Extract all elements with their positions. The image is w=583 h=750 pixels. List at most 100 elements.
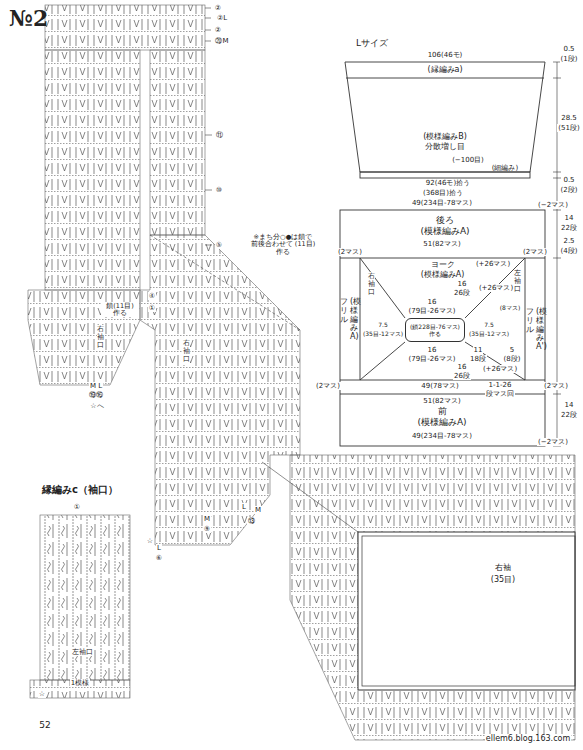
dimension: (35目-12マス)	[468, 331, 510, 338]
stitch-name: (模様編みA')	[536, 308, 544, 352]
chart-stroke	[465, 258, 525, 318]
chart-label: ②	[214, 4, 222, 12]
dimension: (2マス)	[543, 382, 569, 390]
chart-label: ⑥	[155, 554, 163, 562]
sleeve-panel: (模様編みB)分散増し目	[423, 132, 467, 151]
chart-label: 右袖口	[97, 325, 104, 350]
chart-stroke	[553, 258, 561, 259]
chart-label: 右袖口	[183, 339, 190, 364]
part-name: 前	[417, 406, 466, 417]
chart-stroke	[205, 245, 212, 246]
stitch-name: (模様編みA)	[350, 298, 358, 342]
dimension: 22段	[560, 224, 578, 232]
dimension: 28.5	[560, 114, 578, 122]
chart-label: ⑤	[215, 241, 223, 249]
chart-label: ④	[148, 292, 156, 300]
chart-label: M	[203, 515, 211, 523]
chart-label: ⑳M	[214, 37, 229, 45]
stitch-chart	[28, 290, 140, 385]
dimension: (8段)	[503, 355, 522, 363]
part-name: フリル	[526, 308, 534, 334]
dimension: 0.5	[562, 176, 575, 184]
stitch-name: (模様編みA)	[421, 270, 465, 280]
chart-stroke	[553, 178, 561, 179]
sleeve-outline	[362, 536, 575, 686]
chart-label: ①	[73, 503, 81, 511]
chart-stroke	[205, 41, 211, 42]
dimension: 14	[564, 401, 575, 409]
part-name: (縁編みa)	[427, 65, 462, 75]
chart-stroke	[340, 380, 545, 381]
chart-label: ②	[214, 26, 222, 34]
dimension: 26段	[453, 289, 471, 297]
dimension: 段マス回	[485, 390, 515, 398]
stitch-chart	[45, 5, 205, 50]
stitch-name: (模様編みA)	[420, 226, 469, 237]
chart-label: (35目)	[490, 575, 516, 584]
dimension: (−2マス)	[537, 201, 569, 209]
dimension: (35目-12マス)	[362, 331, 404, 338]
stitch-name: 分散増し目	[423, 142, 467, 152]
chart-label: 左袖口	[71, 648, 94, 656]
chart-stroke	[205, 18, 211, 19]
sleeve-outline	[358, 532, 575, 690]
chart-stroke	[205, 135, 212, 136]
schematic	[340, 62, 561, 446]
dimension: 16	[457, 363, 468, 371]
stitch-name: (模様編みA)	[417, 417, 466, 428]
dimension: 7.5	[377, 322, 389, 329]
chart-label: 縁編みc（袖口）	[41, 484, 119, 496]
edging-chart	[40, 515, 130, 680]
chart-label: ②L	[216, 14, 228, 22]
part-name: ヨーク	[431, 260, 455, 270]
dimension: 7.5	[483, 322, 495, 329]
chart-label: L	[156, 544, 162, 552]
dimension: (79目-26マス)	[408, 355, 457, 363]
chart-label: 右袖	[494, 563, 512, 572]
chart-label: 52	[38, 720, 51, 730]
dimension: 49(78マス)	[420, 382, 459, 390]
frill-panel: フリル(模様編みA)	[340, 298, 358, 342]
chart-stroke	[525, 258, 526, 380]
back-panel: 後ろ(模様編みA)	[420, 215, 469, 237]
dimension: 1-1-26	[488, 381, 513, 389]
dimension: 16	[427, 346, 438, 354]
chart-label: ellem6.blog.163.com	[485, 734, 571, 743]
chart-label: ☆	[38, 690, 46, 698]
dimension: (51段)	[557, 124, 580, 132]
dimension: (+26マス)	[478, 284, 514, 292]
dimension: (2マス)	[315, 382, 341, 390]
dimension: (+26マス)	[482, 365, 518, 373]
chart-label: L	[241, 503, 247, 511]
chart-label: 鎖(11目) 作る	[101, 303, 139, 318]
front-panel: 前(模様編みA)	[417, 406, 466, 428]
dimension: 26段	[453, 372, 471, 380]
sc-band: (細編み)	[492, 164, 518, 172]
dimension: 11	[473, 346, 484, 354]
dimension: (4段)	[560, 247, 579, 255]
dimension: 2.5	[562, 237, 575, 245]
stitch-chart	[45, 50, 140, 290]
chart-label: ※まち分○●は鎖で 前後合わせて (11目)作る	[249, 234, 317, 256]
dimension: (368目)拾う	[422, 189, 464, 197]
chart-stroke	[360, 258, 361, 380]
chart-label: 1模様	[70, 679, 90, 687]
chart-label: ☆へ	[89, 402, 104, 410]
chart-stroke	[340, 210, 545, 446]
dimension: 49(234目-78マス)	[411, 432, 473, 440]
dimension: (+26マス)	[475, 260, 511, 268]
chart-label: ①	[148, 304, 156, 312]
frill-panel: フリル(模様編みA')	[526, 308, 544, 352]
chart-stroke	[345, 62, 545, 63]
dimension: 22段	[560, 411, 578, 419]
chart-stroke	[360, 342, 405, 380]
chart-stroke	[340, 258, 545, 259]
chart-label: M	[254, 506, 262, 514]
chart-stroke	[553, 78, 561, 79]
chart-stroke	[465, 342, 525, 380]
dimension: (2マス)	[522, 248, 548, 256]
dimension: 51(82マス)	[422, 397, 461, 405]
chart-label: ⑬	[247, 517, 256, 525]
